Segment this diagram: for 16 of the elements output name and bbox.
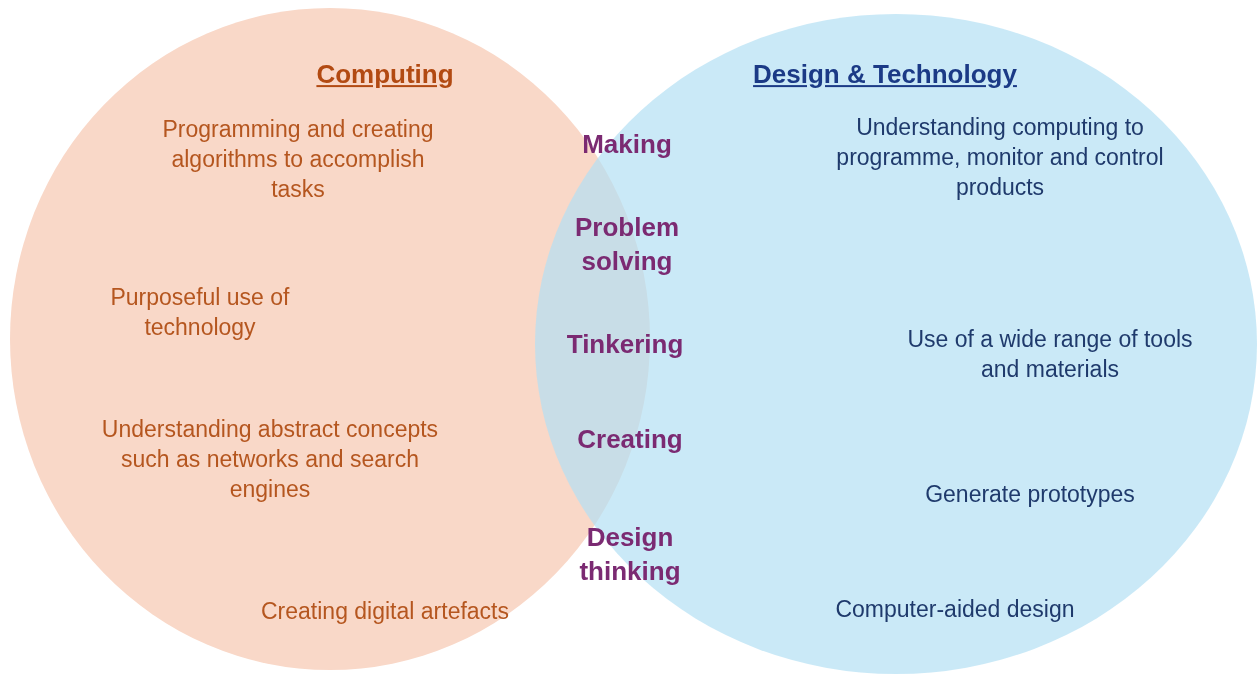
set-item: Understanding computing to programme, monitor and control products xyxy=(835,113,1165,202)
shared-item: Creating xyxy=(576,423,684,457)
set-item: Use of a wide range of tools and materials xyxy=(906,325,1194,384)
set-item: Programming and creating algorithms to accomplish tasks xyxy=(161,115,435,204)
set-item: Purposeful use of technology xyxy=(109,283,291,342)
set-item: Creating digital artefacts xyxy=(260,597,510,627)
shared-item: Problem solving xyxy=(574,211,680,278)
set-heading: Computing xyxy=(315,58,455,92)
set-heading: Design & Technology xyxy=(752,58,1018,92)
venn-circle xyxy=(535,14,1257,674)
set-item: Understanding abstract concepts such as networks and search engines xyxy=(100,415,440,504)
set-item: Computer-aided design xyxy=(834,595,1076,625)
set-item: Generate prototypes xyxy=(924,480,1136,510)
shared-item: Design thinking xyxy=(578,521,682,588)
shared-item: Making xyxy=(581,128,673,162)
shared-item: Tinkering xyxy=(565,328,685,362)
